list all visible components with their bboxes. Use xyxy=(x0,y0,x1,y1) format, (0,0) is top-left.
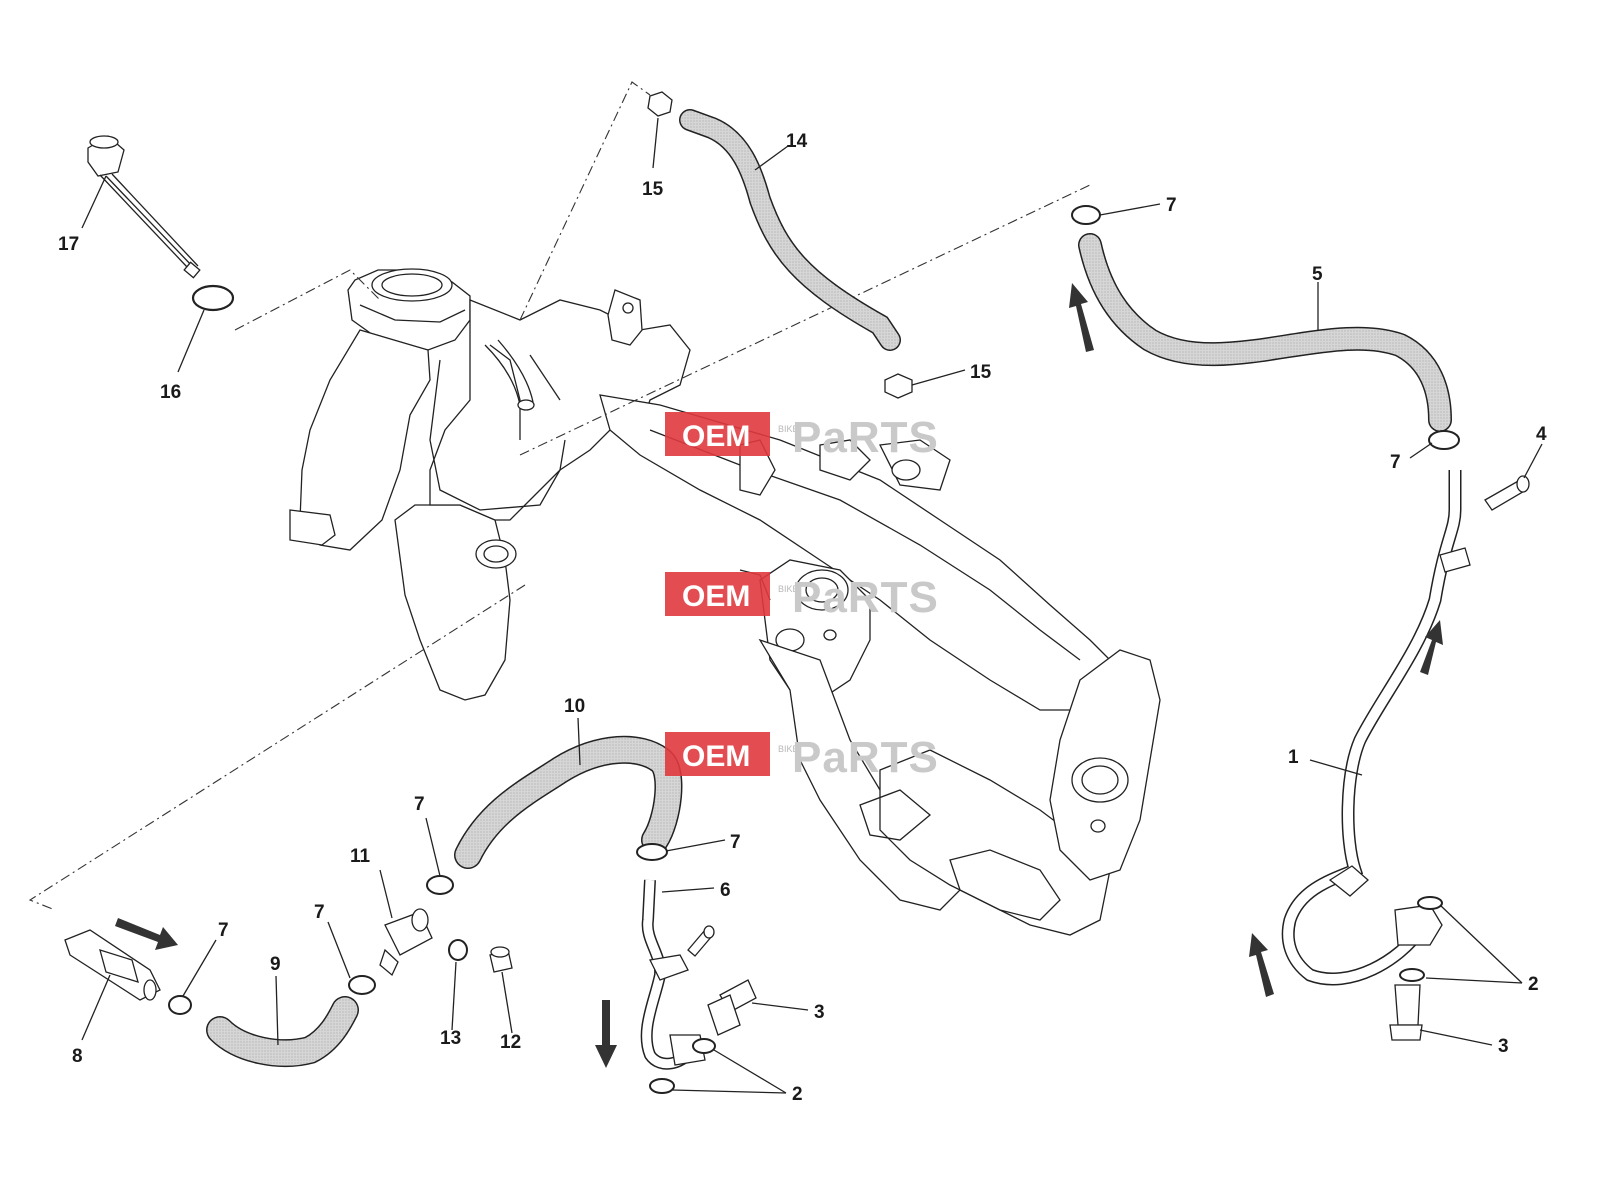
sensor-8 xyxy=(64,929,161,1001)
washers-2-left xyxy=(649,1038,716,1094)
clamp-7-hose9-right xyxy=(348,975,376,995)
callout-3: 3 xyxy=(1498,1036,1509,1057)
callout-11: 11 xyxy=(350,846,371,867)
hose-9 xyxy=(206,996,359,1068)
callout-7: 7 xyxy=(218,920,229,941)
watermark-middle: OEM BIKE PaRTS xyxy=(665,572,939,622)
callout-12: 12 xyxy=(500,1032,521,1053)
motorcycle-frame xyxy=(289,268,1161,936)
callout-2: 2 xyxy=(1528,974,1539,995)
hose-5 xyxy=(1078,233,1452,432)
clamp-7-hose10-right xyxy=(636,843,668,861)
callout-2: 2 xyxy=(792,1084,803,1105)
hose-10 xyxy=(454,735,683,869)
callout-17: 17 xyxy=(58,234,79,255)
callout-labels: 17 16 15 14 15 7 5 7 4 1 10 7 7 6 11 7 7… xyxy=(58,131,1547,1105)
tee-fitting-11 xyxy=(379,908,433,977)
callout-8: 8 xyxy=(72,1046,83,1067)
callout-9: 9 xyxy=(270,954,281,975)
oring-16 xyxy=(191,284,235,312)
pipe-6 xyxy=(640,879,706,1070)
callout-7: 7 xyxy=(314,902,325,923)
banjo-bolt-3-left xyxy=(707,979,757,1036)
callout-16: 16 xyxy=(160,382,181,403)
callout-4: 4 xyxy=(1536,424,1547,445)
watermark-parts-text: PaRTS xyxy=(792,733,939,782)
watermark-bike-text: BIKE xyxy=(778,424,799,434)
flow-arrow-icon xyxy=(115,918,178,950)
callout-5: 5 xyxy=(1312,264,1323,285)
sensor-17 xyxy=(87,135,201,279)
watermark-oem-text: OEM xyxy=(682,420,750,453)
watermark-oem-text: OEM xyxy=(682,580,750,613)
callout-7: 7 xyxy=(1390,452,1401,473)
callout-3: 3 xyxy=(814,1002,825,1023)
washers-2-right xyxy=(1399,896,1443,982)
callout-leaders xyxy=(81,117,1543,1094)
callout-13: 13 xyxy=(440,1028,461,1049)
clip-15-top xyxy=(647,91,673,117)
watermark-oem-text: OEM xyxy=(682,740,750,773)
callout-1: 1 xyxy=(1288,747,1299,768)
dash-leaders xyxy=(28,81,1091,911)
watermark-bike-text: BIKE xyxy=(778,584,799,594)
clip-15-lower xyxy=(884,373,913,399)
callout-7: 7 xyxy=(730,832,741,853)
clamp-7-tee-top xyxy=(426,875,454,895)
bolt-4 xyxy=(1484,475,1530,511)
watermark-bike-text: BIKE xyxy=(778,744,799,754)
callout-14: 14 xyxy=(786,131,808,152)
plug-12 xyxy=(489,946,513,973)
callout-7: 7 xyxy=(1166,195,1177,216)
banjo-bolt-3-right xyxy=(1389,984,1423,1041)
callout-7: 7 xyxy=(414,794,425,815)
small-bolt-6 xyxy=(687,925,715,957)
callout-6: 6 xyxy=(720,880,731,901)
callout-15: 15 xyxy=(642,179,664,200)
clamp-7-hose5-bottom xyxy=(1428,430,1460,450)
callout-15: 15 xyxy=(970,362,992,383)
watermark-top: OEM BIKE PaRTS xyxy=(665,412,939,462)
clamp-7-hose5-top xyxy=(1071,205,1101,225)
hose-14 xyxy=(679,109,901,351)
flow-arrow-icon xyxy=(1420,620,1443,675)
clamp-7-left xyxy=(168,995,192,1015)
washer-13 xyxy=(448,939,468,961)
flow-arrow-icon xyxy=(1249,933,1274,997)
flow-arrow-icon xyxy=(1069,283,1094,352)
flow-arrow-icon xyxy=(595,1000,617,1068)
watermark-parts-text: PaRTS xyxy=(792,573,939,622)
callout-10: 10 xyxy=(564,696,585,717)
watermark-parts-text: PaRTS xyxy=(792,413,939,462)
watermark-bottom: OEM BIKE PaRTS xyxy=(665,732,939,782)
